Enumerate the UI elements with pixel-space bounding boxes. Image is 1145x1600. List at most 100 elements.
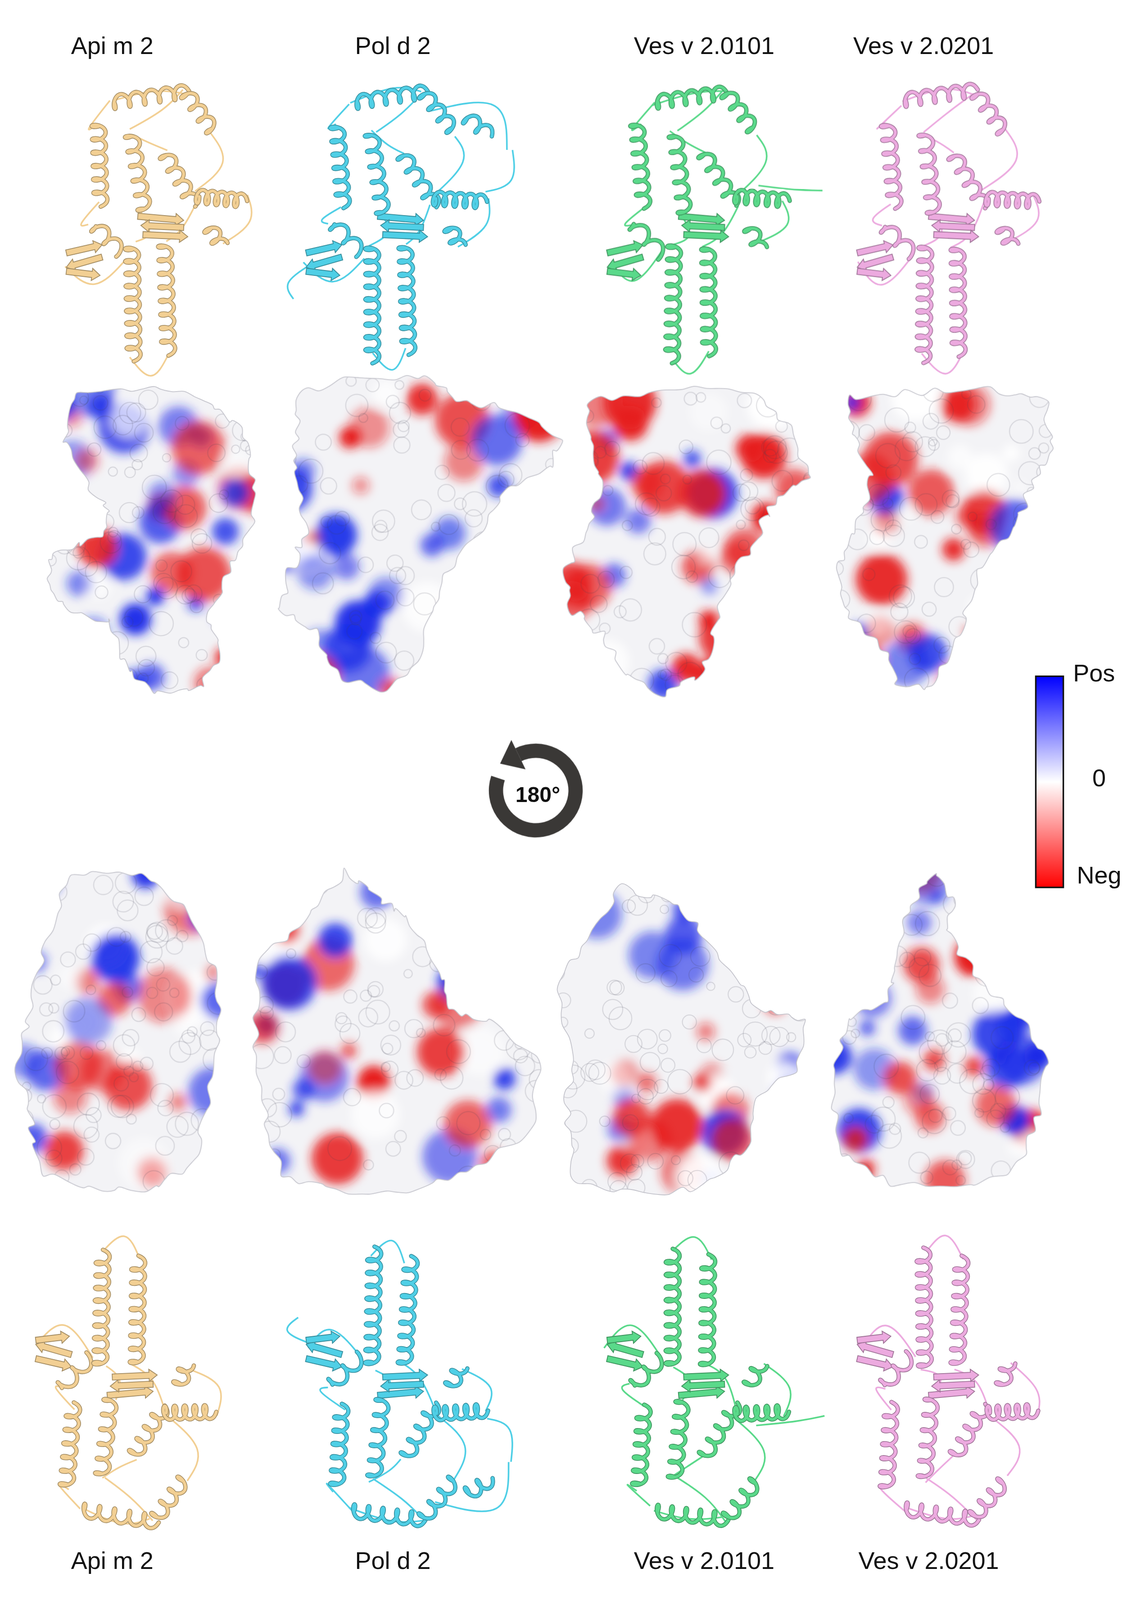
alpha-helix	[445, 1368, 468, 1387]
surface-bump	[201, 1140, 220, 1159]
charge-patch	[203, 885, 232, 915]
alpha-helix	[665, 1249, 680, 1366]
surface-bump	[928, 439, 940, 451]
charge-patch	[53, 1080, 87, 1114]
surface-bump	[178, 638, 189, 648]
surface-bump	[933, 637, 950, 654]
surface-bump	[433, 1014, 456, 1037]
surface-bump	[1025, 606, 1037, 619]
surface-bump	[733, 484, 751, 502]
surface-bump	[968, 621, 983, 636]
surface-bump	[77, 1093, 100, 1116]
helix-edge	[365, 247, 380, 364]
alpha-helix	[91, 226, 122, 257]
surface-bump	[238, 398, 251, 412]
surface-bump	[319, 542, 341, 564]
surface-bump	[55, 476, 77, 498]
alpha-helix	[722, 1479, 757, 1519]
surface-bump	[548, 964, 565, 982]
surface-bump	[584, 1029, 595, 1039]
surface-bump	[954, 890, 973, 909]
charge-patch	[515, 617, 561, 663]
surface-bump	[345, 394, 368, 417]
surface-bump	[40, 471, 57, 488]
surface-bump	[877, 1124, 902, 1149]
surface-bump	[945, 494, 960, 508]
surface-bump	[116, 1054, 132, 1070]
helix-edge	[995, 1364, 1016, 1386]
surface-clip-group	[560, 868, 824, 1201]
surface-bump	[631, 1094, 641, 1104]
charge-patch	[862, 432, 918, 488]
surface-bump	[995, 945, 1008, 957]
surface-bump	[540, 556, 559, 575]
ribbon-structure	[606, 86, 823, 375]
alpha-helix	[419, 93, 455, 133]
surface-bump	[956, 1150, 975, 1169]
surface-bump	[1038, 608, 1050, 620]
helix-edge	[125, 247, 141, 362]
charge-patch	[246, 1012, 279, 1045]
helix-edge	[879, 1402, 898, 1488]
surface-bump	[995, 1085, 1020, 1110]
coil-loop	[321, 207, 341, 224]
surface-bump	[738, 540, 749, 551]
charge-patch	[66, 571, 92, 597]
helix-edge	[91, 226, 122, 257]
surface-texture	[827, 864, 1051, 1187]
alpha-helix	[462, 115, 493, 137]
surface-bump	[918, 1128, 928, 1139]
rotation-arrowhead	[500, 740, 526, 770]
charge-patch	[235, 568, 257, 590]
surface-bump	[357, 908, 378, 929]
surface-bump	[50, 975, 61, 986]
surface-bump	[438, 514, 459, 535]
surface-bump	[943, 1041, 967, 1064]
alpha-helix	[365, 1247, 382, 1365]
surface-bump	[1000, 621, 1016, 638]
surface-bump	[712, 1039, 734, 1062]
surface-bump	[791, 1118, 806, 1133]
surface-bump	[991, 1027, 1014, 1050]
surface-bump	[24, 962, 36, 974]
surface-bump	[504, 915, 522, 934]
surface-bump	[787, 640, 811, 664]
surface-bump	[162, 453, 171, 462]
charge-patch	[787, 512, 819, 544]
coil-loop	[287, 267, 308, 299]
charge-patch	[864, 612, 891, 639]
surface-bump	[967, 396, 985, 414]
surface-bump	[85, 985, 96, 996]
helix-edge	[985, 192, 1040, 209]
protein-name: Pol d 2	[355, 32, 431, 59]
surface-bump	[606, 980, 622, 996]
alpha-helix	[918, 134, 940, 214]
surface-bump	[449, 1145, 461, 1157]
beta-strand	[681, 219, 725, 232]
surface-bump	[963, 914, 978, 928]
surface-bump	[122, 987, 133, 998]
surface-bump	[24, 1048, 48, 1072]
helix-edge	[83, 1504, 159, 1529]
surface-bump	[774, 504, 786, 516]
surface-bump	[437, 864, 462, 889]
surface-bump	[796, 1164, 807, 1175]
helix-edge	[195, 190, 248, 208]
surface-bump	[135, 887, 154, 906]
surface-bump	[367, 982, 384, 998]
surface-bump	[529, 1070, 549, 1091]
charge-patch	[731, 915, 755, 939]
surface-bump	[524, 950, 548, 973]
helix-edge	[328, 1352, 362, 1386]
alpha-helix	[113, 85, 190, 109]
surface-bump	[493, 983, 512, 1002]
charge-patch	[841, 388, 871, 418]
surface-bump	[640, 1052, 661, 1073]
surface-bump	[791, 405, 813, 427]
surface-bump	[990, 1104, 1006, 1119]
surface-clip-group	[267, 380, 576, 718]
coil-loop	[55, 1386, 75, 1411]
surface-bump	[486, 475, 508, 498]
surface-bump	[620, 566, 633, 579]
surface-bump	[41, 1047, 53, 1059]
